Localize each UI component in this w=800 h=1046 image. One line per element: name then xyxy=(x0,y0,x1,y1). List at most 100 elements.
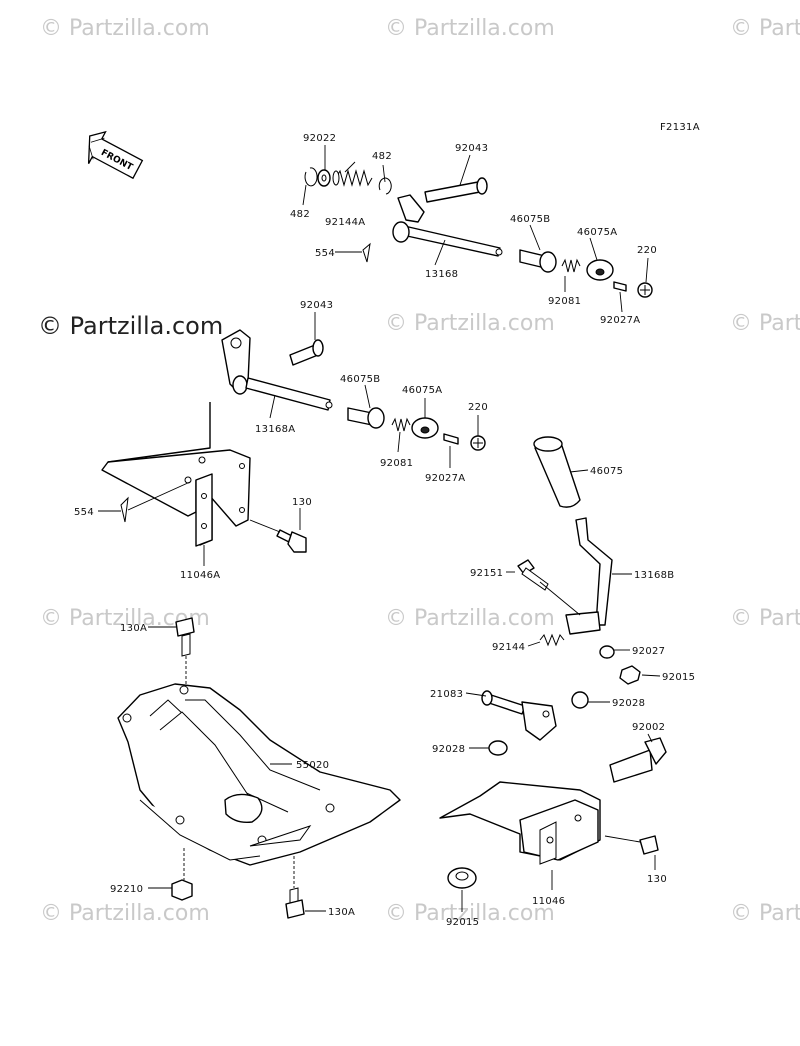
shift-lever-assembly xyxy=(439,436,667,912)
callout-92002: 92002 xyxy=(632,722,665,733)
shift-knob-icon xyxy=(534,440,581,508)
callout-13168: 13168 xyxy=(425,269,458,280)
collar-icon xyxy=(519,249,557,273)
callout-46075A: 46075A xyxy=(577,227,617,238)
callout-130A: 130A xyxy=(120,623,147,634)
watermark: © Partzilla.com xyxy=(385,606,555,631)
callout-92015: 92015 xyxy=(662,672,695,683)
callout-11046A: 11046A xyxy=(180,570,220,581)
bolt-icon xyxy=(609,737,667,783)
callout-482: 482 xyxy=(372,151,392,162)
pin-icon xyxy=(443,433,459,445)
bolt-icon xyxy=(285,887,305,919)
washer-icon xyxy=(599,645,615,659)
pin-icon xyxy=(424,177,488,203)
watermark: © Partzilla.com xyxy=(730,311,800,336)
cable-tie-icon xyxy=(362,242,371,263)
bolt-icon xyxy=(276,529,307,553)
callout-46075A: 46075A xyxy=(402,385,442,396)
screw-icon xyxy=(637,282,653,298)
bushing-icon xyxy=(571,691,589,709)
flange-nut-icon xyxy=(447,867,477,889)
callout-46075: 46075 xyxy=(590,466,623,477)
callout-92027A: 92027A xyxy=(600,315,640,326)
circlip-icon xyxy=(378,177,392,195)
callout-13168B: 13168B xyxy=(634,570,674,581)
callout-92027A: 92027A xyxy=(425,473,465,484)
spring-icon xyxy=(539,633,565,647)
front-arrow-icon: FRONT xyxy=(87,130,144,180)
shift-lever-icon xyxy=(575,517,613,626)
watermark: © Partzilla.com xyxy=(40,16,210,41)
spring-icon xyxy=(561,258,581,273)
circlip-icon xyxy=(304,167,318,187)
callout-482: 482 xyxy=(290,209,310,220)
collar-icon xyxy=(347,407,385,429)
figure-code: F2131A xyxy=(660,122,700,133)
callouts-skid: 130A 55020 92210 130A xyxy=(110,623,355,918)
callout-92028: 92028 xyxy=(432,744,465,755)
knob-icon xyxy=(411,417,439,439)
callout-554: 554 xyxy=(315,248,335,259)
watermark-layer: © Partzilla.com © Partzilla.com © Partzi… xyxy=(38,16,800,926)
callout-46075B: 46075B xyxy=(510,214,550,225)
spring-icon xyxy=(391,417,411,432)
top-shift-rod-assembly xyxy=(302,145,653,313)
bolt-icon xyxy=(517,559,549,591)
callout-92081: 92081 xyxy=(548,296,581,307)
callout-220: 220 xyxy=(468,402,488,413)
callout-92022: 92022 xyxy=(303,133,336,144)
mid-shift-rod-assembly xyxy=(98,312,486,566)
pivot-shaft-icon xyxy=(481,690,557,741)
watermark: © Partzilla.com xyxy=(730,16,800,41)
callout-21083: 21083 xyxy=(430,689,463,700)
shaft-icon xyxy=(245,377,331,411)
watermark: © Partzilla.com xyxy=(730,901,800,926)
callout-46075B: 46075B xyxy=(340,374,380,385)
callout-92081: 92081 xyxy=(380,458,413,469)
callout-92043: 92043 xyxy=(455,143,488,154)
callouts-top: 92022 482 482 92144A 92043 554 13168 460… xyxy=(290,133,657,326)
callout-92210: 92210 xyxy=(110,884,143,895)
callout-55020: 55020 xyxy=(296,760,329,771)
nut-icon xyxy=(619,665,641,685)
callout-92151: 92151 xyxy=(470,568,503,579)
screw-icon xyxy=(470,435,486,451)
watermark: © Partzilla.com xyxy=(385,16,555,41)
bolt-icon xyxy=(175,617,195,657)
callouts-mid: 92043 46075B 46075A 220 13168A 92081 920… xyxy=(74,300,488,581)
bolt-icon xyxy=(639,835,659,855)
callout-554: 554 xyxy=(74,507,94,518)
callout-92144: 92144 xyxy=(492,642,525,653)
watermark-main: © Partzilla.com xyxy=(38,312,223,340)
pin-icon xyxy=(613,281,627,292)
callout-92144A: 92144A xyxy=(325,217,365,228)
watermark: © Partzilla.com xyxy=(40,901,210,926)
shaft-icon xyxy=(397,224,501,257)
callout-92027: 92027 xyxy=(632,646,665,657)
callout-92043: 92043 xyxy=(300,300,333,311)
bushing-icon xyxy=(488,740,508,756)
callout-130: 130 xyxy=(647,874,667,885)
callout-13168A: 13168A xyxy=(255,424,295,435)
callout-92028: 92028 xyxy=(612,698,645,709)
callout-92015: 92015 xyxy=(446,917,479,928)
watermark: © Partzilla.com xyxy=(730,606,800,631)
cable-tie-icon xyxy=(120,496,129,523)
skid-plate-assembly xyxy=(117,617,401,919)
callout-130: 130 xyxy=(292,497,312,508)
spring-icon xyxy=(332,169,373,187)
nut-icon xyxy=(171,879,193,901)
callout-220: 220 xyxy=(637,245,657,256)
callouts-right: 46075 92151 13168B 92144 92027 92015 210… xyxy=(430,466,695,928)
watermark: © Partzilla.com xyxy=(385,311,555,336)
callout-130A: 130A xyxy=(328,907,355,918)
watermark: © Partzilla.com xyxy=(385,901,555,926)
bracket-icon xyxy=(439,781,601,865)
shift-arm-icon xyxy=(397,194,425,223)
pin-icon xyxy=(289,339,324,366)
bracket-icon xyxy=(101,402,251,547)
knob-icon xyxy=(586,259,614,281)
callout-11046: 11046 xyxy=(532,896,565,907)
